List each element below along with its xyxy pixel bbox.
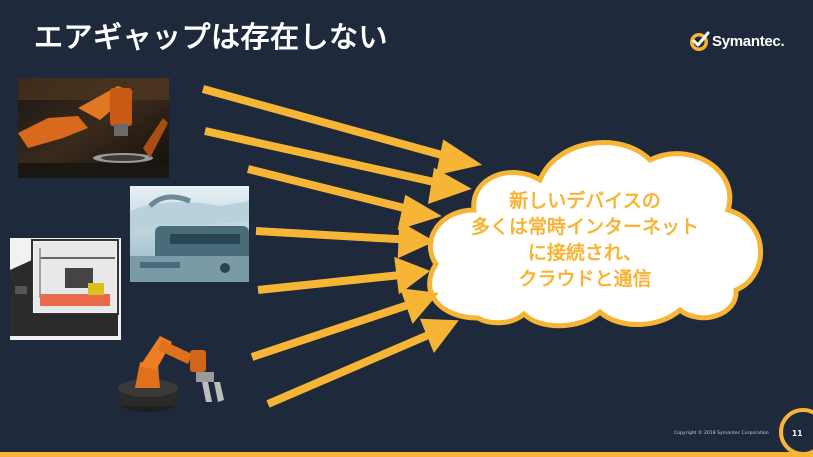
- cloud-line-1: 新しいデバイスの: [509, 190, 661, 212]
- cloud-shape: [427, 140, 763, 329]
- arrow-7: [266, 326, 442, 408]
- slide-title: エアギャップは存在しない: [34, 20, 389, 54]
- checkmark-logo-icon: [690, 31, 710, 51]
- arrow-4: [255, 227, 414, 244]
- 3d-printer-photo: [10, 238, 121, 340]
- arrow-2: [204, 127, 453, 190]
- cloud-message: 新しいデバイスの 多くは常時インターネット に接続され、 クラウドと通信: [440, 188, 730, 292]
- medical-device-photo: [130, 186, 249, 282]
- arrow-1: [201, 85, 462, 164]
- arrow-6: [250, 297, 422, 361]
- robot-arm-gripper-image: [110, 332, 236, 418]
- arrow-5: [257, 270, 411, 294]
- logo-text: Symantec.: [712, 32, 785, 50]
- cloud-line-4: クラウドと通信: [518, 268, 652, 290]
- bottom-accent-bar: [0, 452, 813, 457]
- copyright-text: Copyright © 2018 Symantec Corporation: [674, 431, 769, 436]
- page-number: 11: [792, 429, 803, 438]
- symantec-logo: Symantec.: [688, 30, 785, 52]
- arrow-3: [247, 165, 421, 216]
- industrial-robot-arm-photo: [18, 78, 169, 178]
- cloud-line-3: に接続され、: [527, 242, 643, 264]
- cloud-line-2: 多くは常時インターネット: [470, 216, 699, 238]
